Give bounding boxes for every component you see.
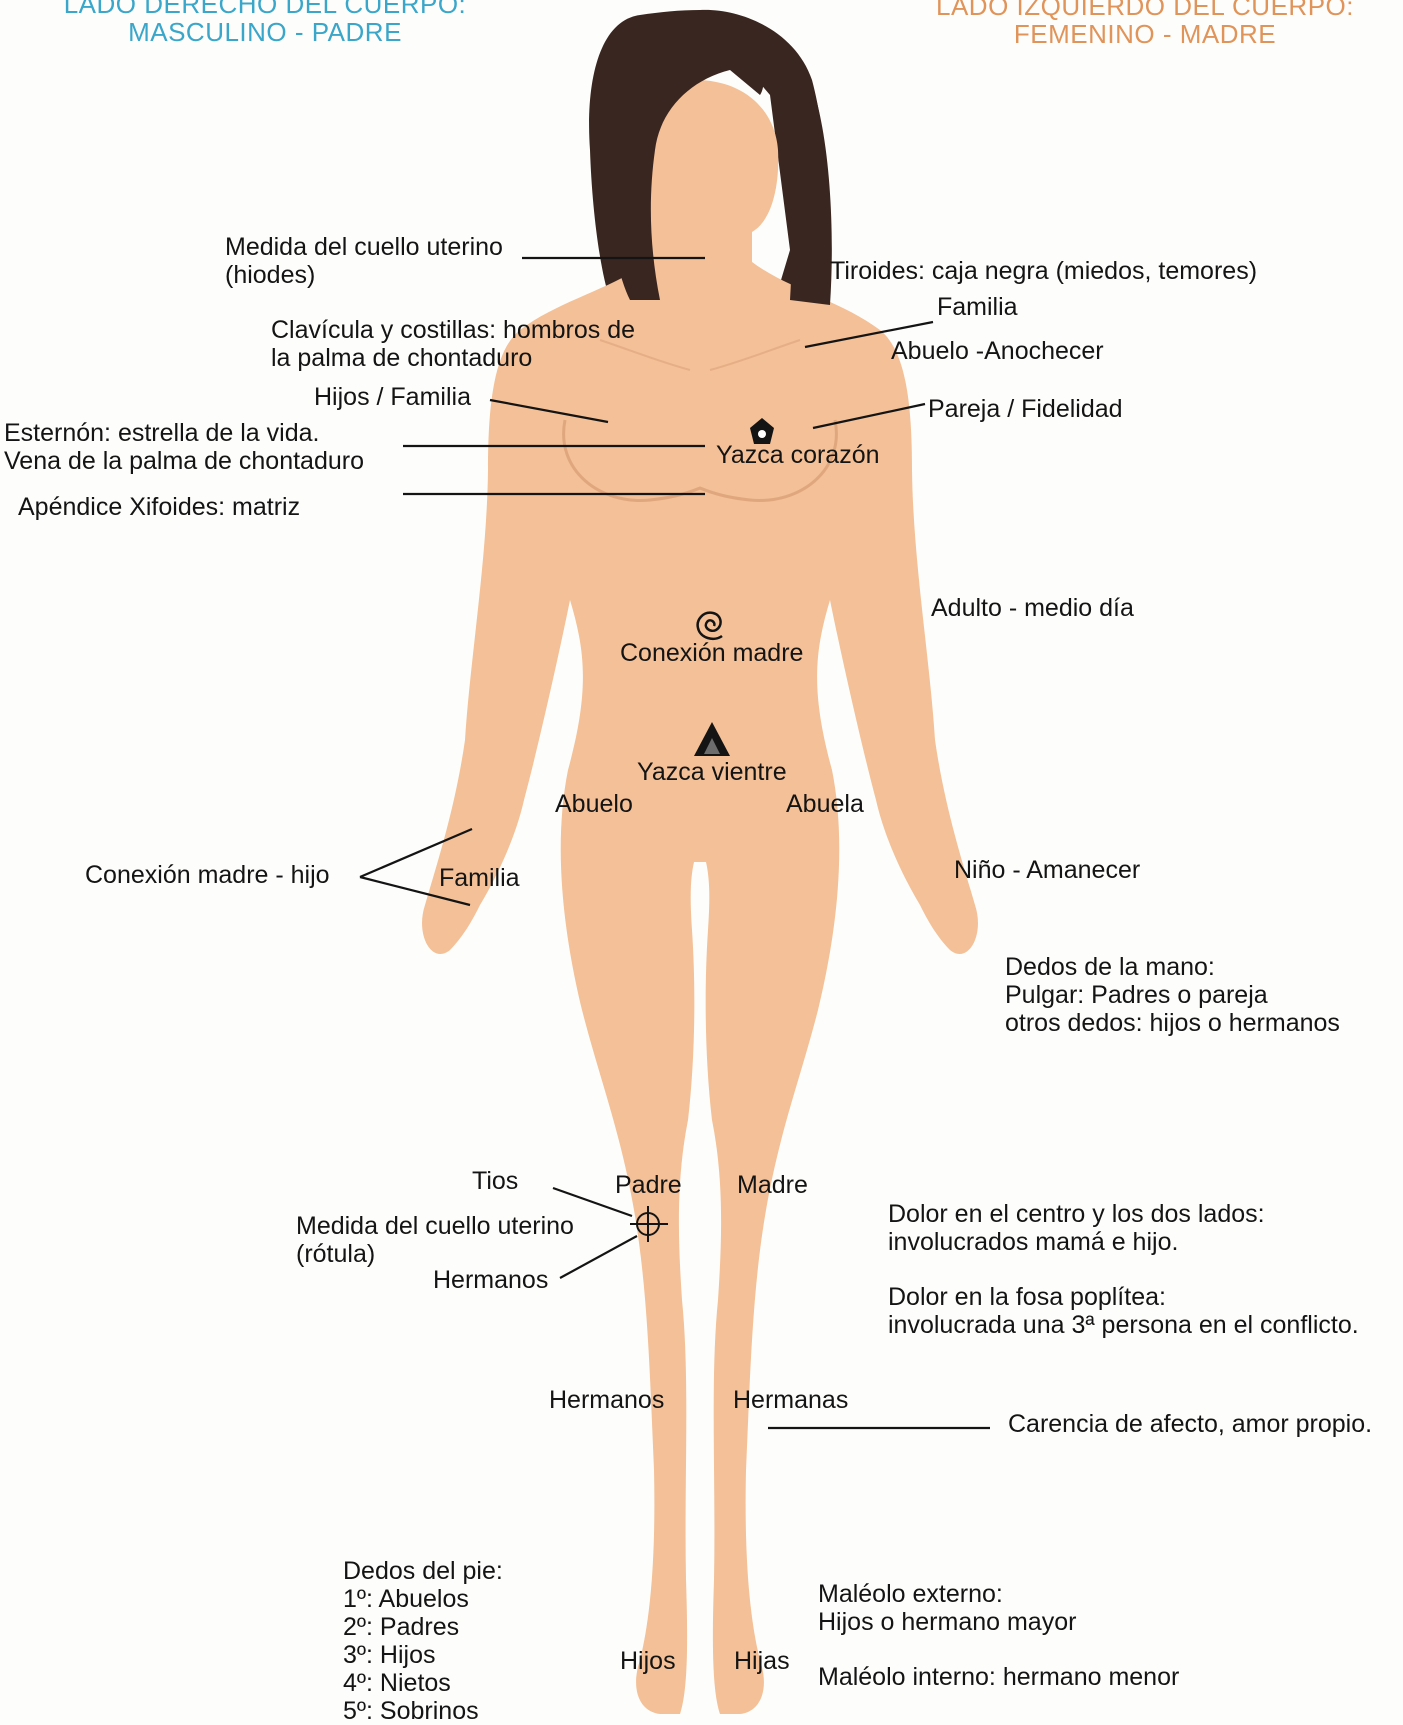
label-conexion-madre-hijo: Conexión madre - hijo [85,861,330,889]
label-clavicula: Clavícula y costillas: hombros de la pal… [271,316,635,372]
label-abuela: Abuela [786,790,864,818]
label-dedos-mano-line2: Pulgar: Padres o pareja [1005,981,1340,1009]
label-dedos-pie-line5: 4º: Nietos [343,1669,503,1697]
header-right-side: LADO DERECHO DEL CUERPO: MASCULINO - PAD… [40,0,490,46]
label-familia-top: Familia [937,293,1018,321]
label-abuelo-anochecer: Abuelo -Anochecer [891,337,1104,365]
label-esternon: Esternón: estrella de la vida. Vena de l… [4,419,364,475]
label-dolor-fosa-line1: Dolor en la fosa poplítea: [888,1283,1359,1311]
label-madre: Madre [737,1171,808,1199]
label-dedos-pie-line1: Dedos del pie: [343,1557,503,1585]
label-cuello-rotula: Medida del cuello uterino (rótula) [296,1212,574,1268]
header-left-line1: LADO IZQUIERDO DEL CUERPO: [915,0,1375,20]
header-left-side: LADO IZQUIERDO DEL CUERPO: FEMENINO - MA… [915,0,1375,48]
label-dedos-mano: Dedos de la mano: Pulgar: Padres o parej… [1005,953,1340,1037]
label-maleolo-externo-line1: Maléolo externo: [818,1580,1076,1608]
label-yazca-vientre: Yazca vientre [637,758,787,786]
line-pareja [813,404,925,428]
label-padre: Padre [615,1171,682,1199]
label-adulto: Adulto - medio día [931,594,1134,622]
label-hermanas-leg: Hermanas [733,1386,848,1414]
label-cuello-rotula-line1: Medida del cuello uterino [296,1212,574,1240]
label-nino: Niño - Amanecer [954,856,1140,884]
triangle-icon [694,722,730,756]
label-yazca-corazon: Yazca corazón [716,441,880,469]
label-esternon-line1: Esternón: estrella de la vida. [4,419,364,447]
label-cuello-hiodes-line1: Medida del cuello uterino [225,233,503,261]
label-cuello-rotula-line2: (rótula) [296,1240,574,1268]
label-abuelo: Abuelo [555,790,633,818]
label-tiroides: Tiroides: caja negra (miedos, temores) [830,257,1257,285]
spiral-icon [698,613,722,639]
label-familia-hand: Familia [439,864,520,892]
label-dedos-pie-line2: 1º: Abuelos [343,1585,503,1613]
label-dedos-mano-line1: Dedos de la mano: [1005,953,1340,981]
header-right-line2: MASCULINO - PADRE [40,18,490,46]
label-dolor-fosa: Dolor en la fosa poplítea: involucrada u… [888,1283,1359,1339]
label-hijos-familia: Hijos / Familia [314,383,471,411]
label-dedos-pie: Dedos del pie: 1º: Abuelos 2º: Padres 3º… [343,1557,503,1725]
label-clavicula-line2: la palma de chontaduro [271,344,635,372]
label-hijos-foot: Hijos [620,1647,676,1675]
label-cuello-hiodes: Medida del cuello uterino (hiodes) [225,233,503,289]
label-cuello-hiodes-line2: (hiodes) [225,261,503,289]
label-maleolo-externo-line2: Hijos o hermano mayor [818,1608,1076,1636]
label-hijas-foot: Hijas [734,1647,790,1675]
header-left-line2: FEMENINO - MADRE [915,20,1375,48]
label-dedos-pie-line4: 3º: Hijos [343,1641,503,1669]
label-carencia: Carencia de afecto, amor propio. [1008,1410,1372,1438]
label-dedos-mano-line3: otros dedos: hijos o hermanos [1005,1009,1340,1037]
label-hermanos-leg: Hermanos [549,1386,664,1414]
label-dolor-centro-line1: Dolor en el centro y los dos lados: [888,1200,1265,1228]
label-tios: Tios [472,1167,518,1195]
label-pareja: Pareja / Fidelidad [928,395,1123,423]
label-dolor-centro-line2: involucrados mamá e hijo. [888,1228,1265,1256]
line-hijos-familia [490,400,608,422]
label-dolor-fosa-line2: involucrada una 3ª persona en el conflic… [888,1311,1359,1339]
label-maleolo-interno: Maléolo interno: hermano menor [818,1663,1179,1691]
label-clavicula-line1: Clavícula y costillas: hombros de [271,316,635,344]
label-dolor-centro: Dolor en el centro y los dos lados: invo… [888,1200,1265,1256]
label-hermanos-knee: Hermanos [433,1266,548,1294]
label-dedos-pie-line3: 2º: Padres [343,1613,503,1641]
label-maleolo-externo: Maléolo externo: Hijos o hermano mayor [818,1580,1076,1636]
header-right-line1: LADO DERECHO DEL CUERPO: [40,0,490,18]
label-xifoides: Apéndice Xifoides: matriz [18,493,300,521]
label-esternon-line2: Vena de la palma de chontaduro [4,447,364,475]
label-conexion-madre: Conexión madre [620,639,803,667]
